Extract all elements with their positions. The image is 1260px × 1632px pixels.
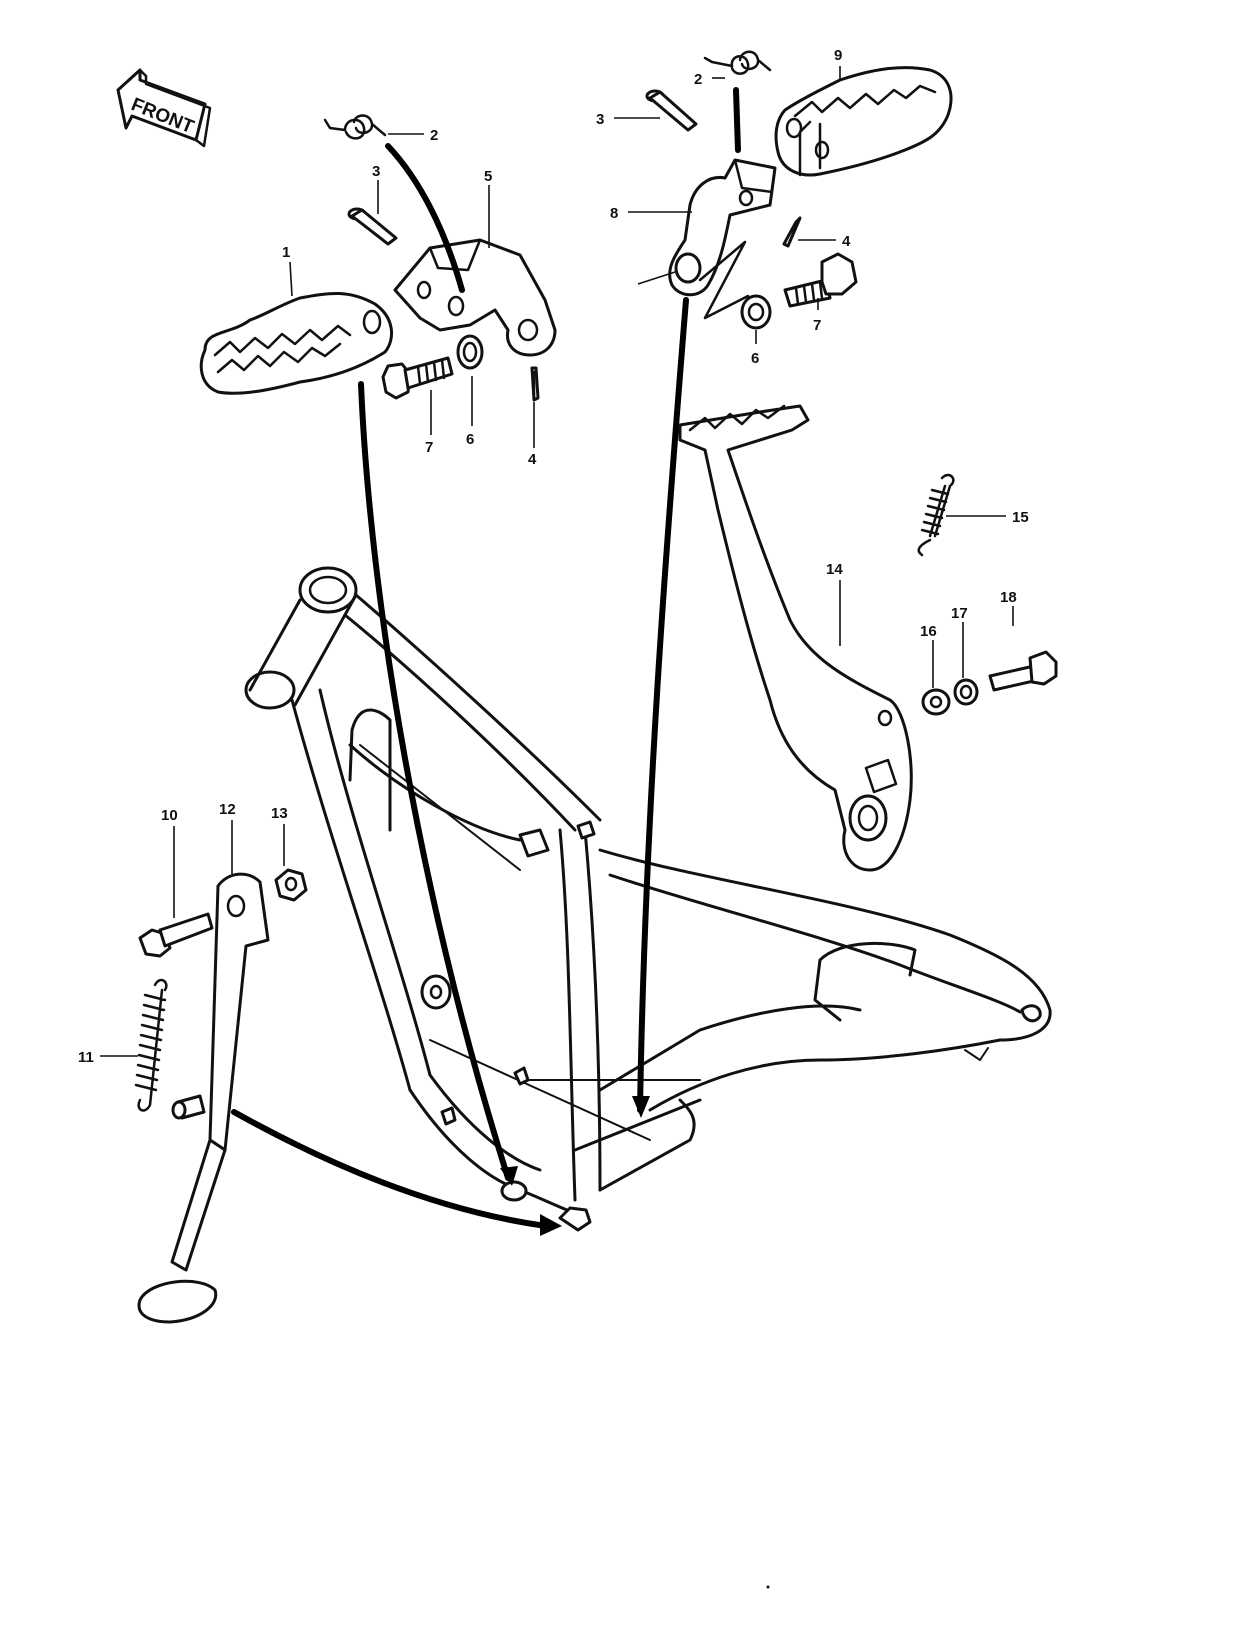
brake-washer-16: [921, 688, 951, 716]
installation-arrows: [231, 87, 741, 1236]
callout-16: 16: [920, 623, 937, 640]
left-cotter-pin: [530, 366, 540, 402]
right-footpeg-bracket: [668, 158, 777, 320]
callout-11: 11: [78, 1049, 94, 1066]
right-footpeg: [774, 66, 953, 177]
callout-8: 8: [610, 205, 618, 222]
right-cotter-pin: [782, 216, 802, 248]
front-arrow-icon: FRONT: [116, 68, 212, 148]
callout-1: 1: [282, 244, 290, 261]
callout-12: 12: [219, 801, 236, 818]
callout-3-left: 3: [372, 163, 380, 180]
brake-return-spring: [917, 473, 955, 557]
right-pivot-pin: [645, 89, 698, 132]
brake-washer-17: [953, 678, 979, 706]
print-speck: [766, 1585, 770, 1589]
callout-17: 17: [951, 605, 968, 622]
side-stand: [137, 872, 270, 1324]
left-bolt: [381, 356, 454, 400]
left-footpeg-bracket: [393, 238, 557, 357]
brake-pedal: [678, 404, 913, 872]
callout-2-left: 2: [430, 127, 438, 144]
right-washer: [740, 294, 772, 330]
left-torsion-spring: [323, 114, 387, 140]
callout-13: 13: [271, 805, 288, 822]
callout-18: 18: [1000, 589, 1017, 606]
left-footpeg: [199, 291, 394, 395]
callout-14: 14: [826, 561, 843, 578]
callout-numbers: 1 2 3 5 7 6 4 3 2 9 8 4 7 6 15 14 16 17 …: [78, 47, 1029, 1066]
brake-pivot-bolt: [988, 650, 1058, 692]
callout-7-left: 7: [425, 439, 433, 456]
right-torsion-spring: [703, 50, 772, 75]
callout-6-right: 6: [751, 350, 759, 367]
callout-3-right: 3: [596, 111, 604, 128]
callout-9: 9: [834, 47, 842, 64]
left-pivot-pin: [347, 207, 398, 246]
callout-4-right: 4: [842, 233, 851, 250]
callout-15: 15: [1012, 509, 1029, 526]
callout-4-left: 4: [528, 451, 537, 468]
callout-5: 5: [484, 168, 492, 185]
callout-10: 10: [161, 807, 178, 824]
right-bolt: [783, 252, 858, 308]
leader-lines: [100, 66, 1014, 1057]
side-stand-spring: [134, 978, 168, 1112]
callout-2-right: 2: [694, 71, 702, 88]
motorcycle-frame: [244, 566, 1052, 1232]
callout-6-left: 6: [466, 431, 474, 448]
callout-7-right: 7: [813, 317, 821, 334]
side-stand-nut: [274, 868, 308, 902]
left-washer: [456, 334, 484, 370]
side-stand-bolt: [138, 912, 214, 958]
